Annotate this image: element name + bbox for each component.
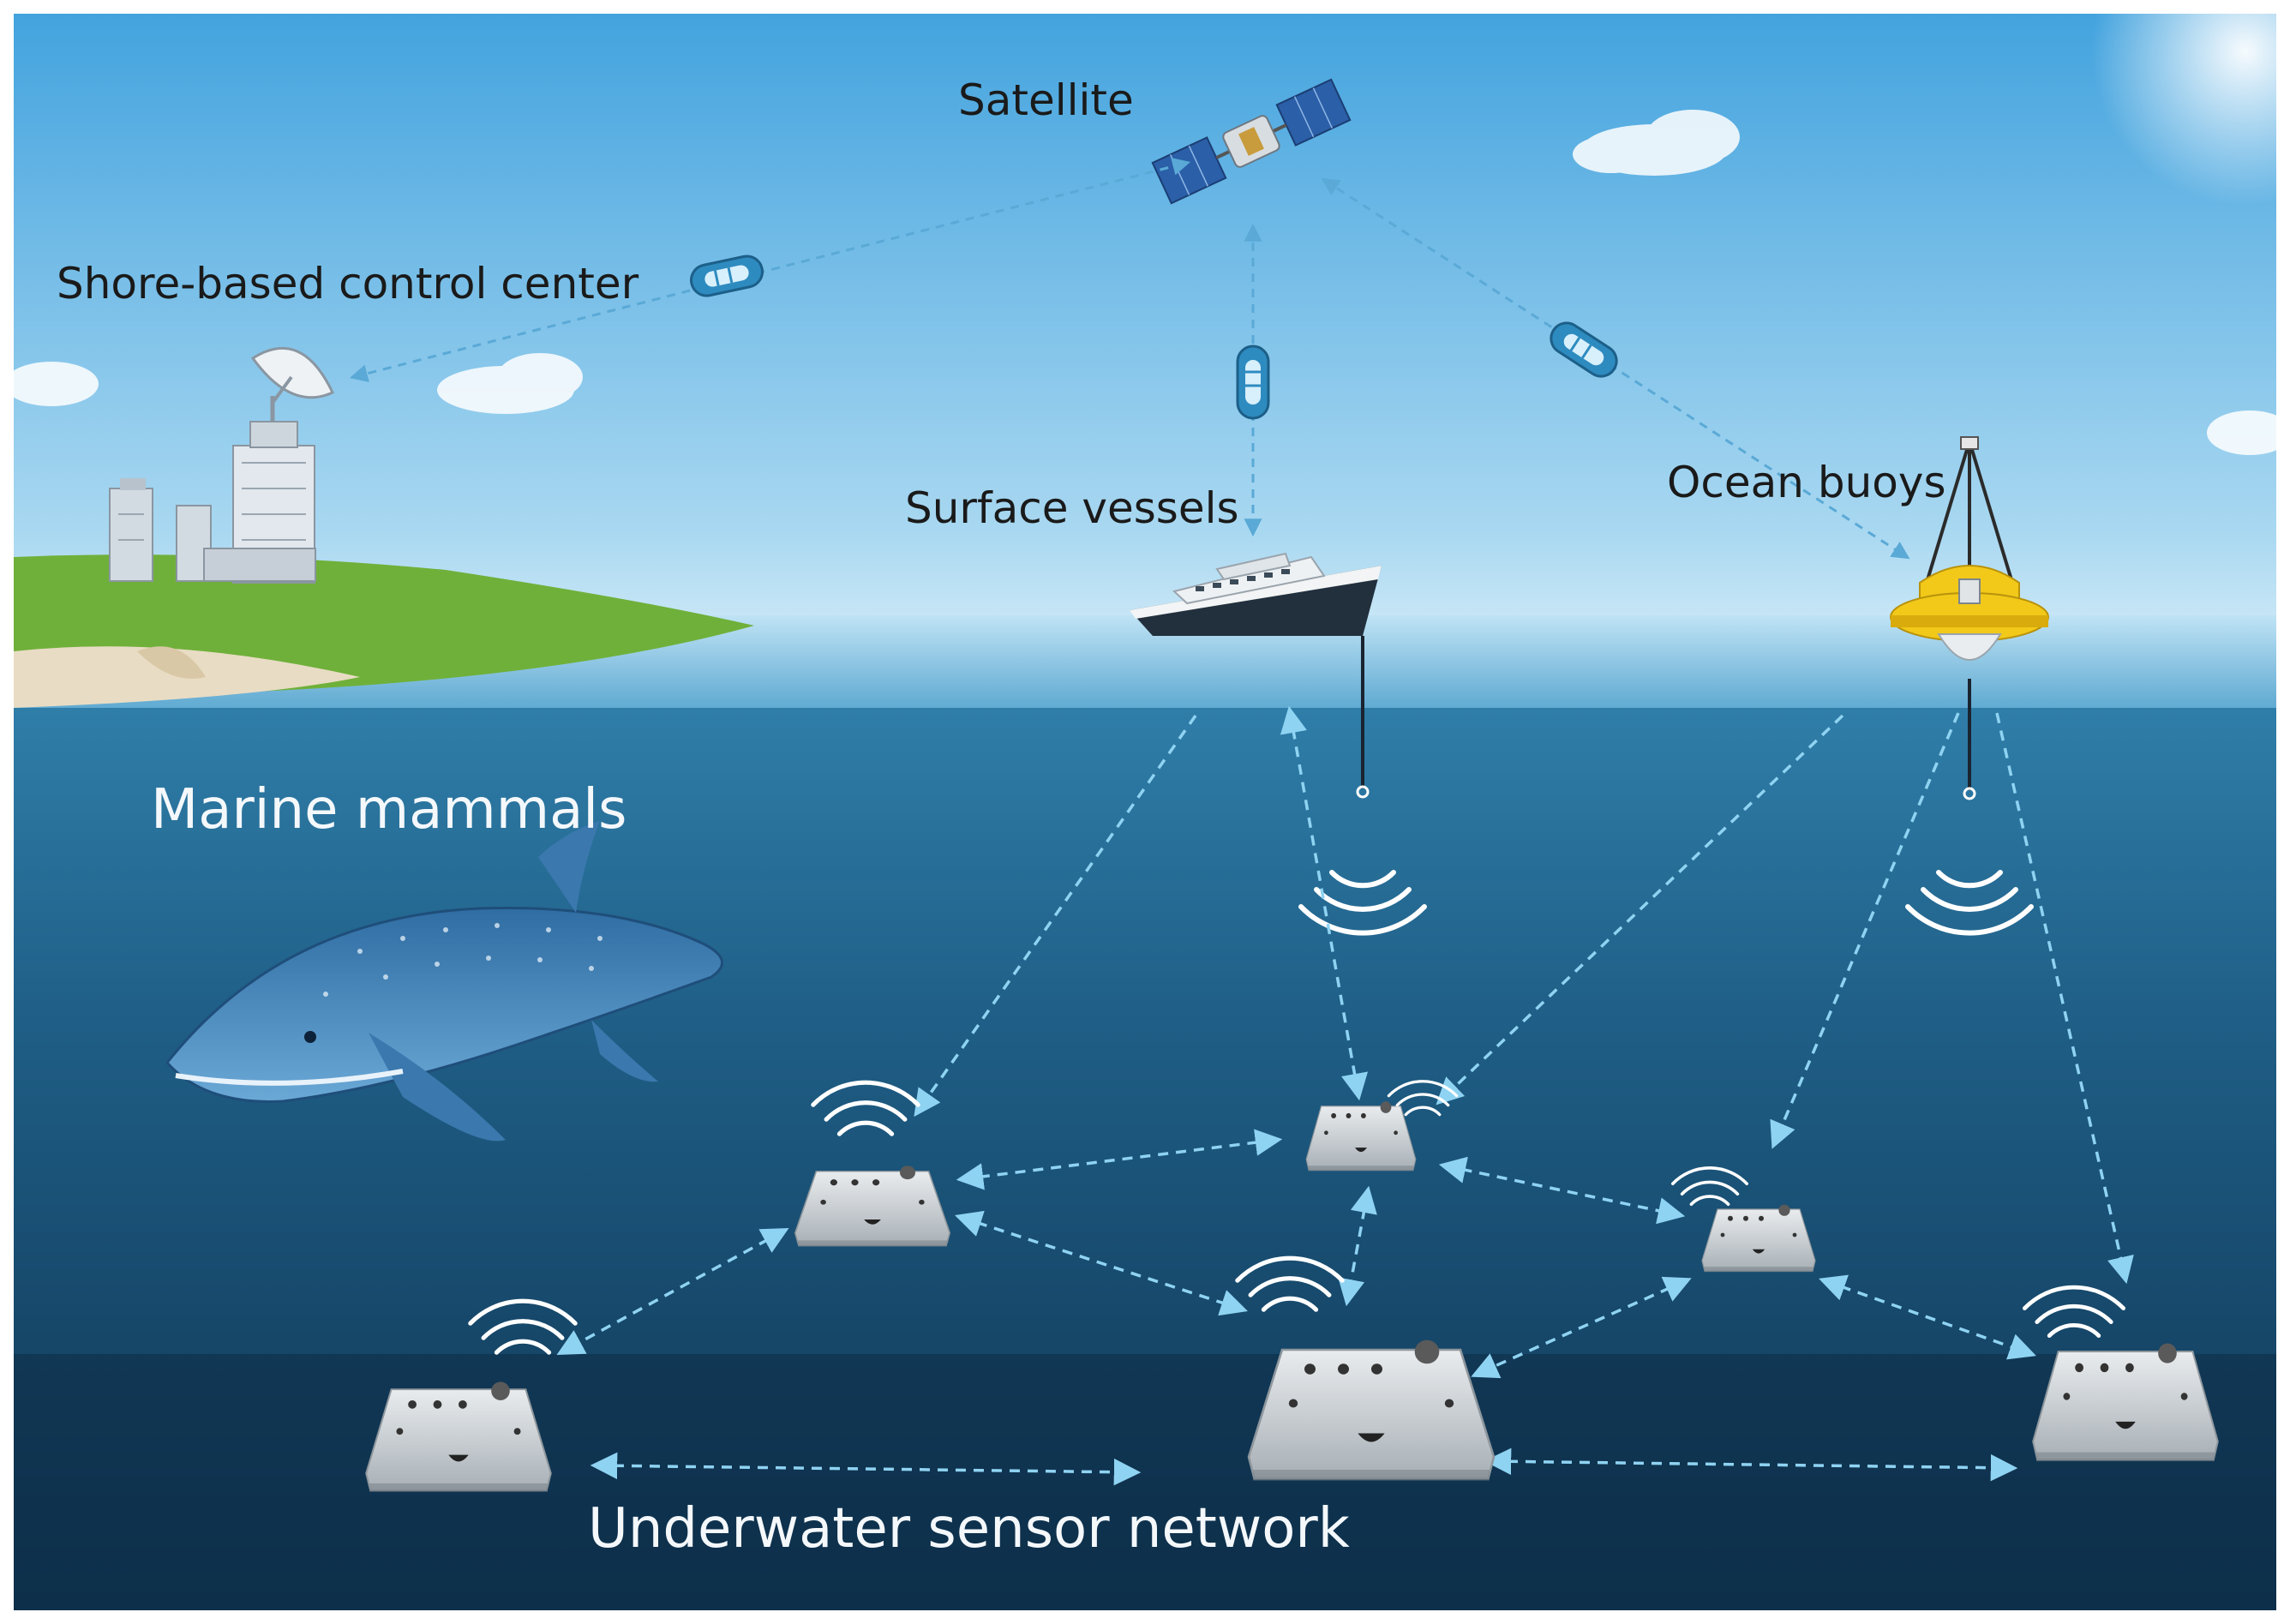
link-buoy-node4 xyxy=(1436,714,1844,1106)
link-node3-node6 xyxy=(1484,1447,2018,1482)
buoy-icon xyxy=(1890,436,2049,800)
sensor-node-icon xyxy=(1701,1203,1816,1273)
link-node2-node3 xyxy=(955,1210,1248,1316)
link-node4-node5 xyxy=(1438,1156,1686,1225)
underwater-links xyxy=(556,705,2134,1486)
link-node1-node3 xyxy=(590,1452,1142,1486)
sensor-node-icon xyxy=(1247,1339,1496,1482)
satellite-icon xyxy=(1151,78,1352,205)
link-center-satellite xyxy=(349,158,1191,382)
link-vessel-node4 xyxy=(1280,705,1369,1101)
sea-floor xyxy=(14,1354,2276,1610)
whale-icon xyxy=(165,821,723,1142)
sensor-node-icon xyxy=(365,1381,552,1493)
label-satellite: Satellite xyxy=(958,75,1134,125)
link-buoy-node6 xyxy=(1995,712,2134,1285)
sensor-node-icon xyxy=(794,1165,951,1248)
link-node5-node6 xyxy=(1819,1274,2036,1360)
label-surface-vessels: Surface vessels xyxy=(905,483,1239,533)
label-underwater-sensor-network: Underwater sensor network xyxy=(588,1497,1350,1561)
link-node2-node1 xyxy=(556,1227,789,1356)
label-marine-mammals: Marine mammals xyxy=(151,778,627,842)
link-node5-node3 xyxy=(1471,1276,1692,1379)
sensor-node-icon xyxy=(2032,1342,2219,1463)
label-shore-control-center: Shore-based control center xyxy=(57,259,639,309)
link-node4-node3 xyxy=(1338,1185,1377,1307)
sensor-node-icon xyxy=(1305,1100,1417,1172)
coastline xyxy=(14,554,754,708)
link-vessel-node2 xyxy=(914,714,1197,1118)
data-packet-icon xyxy=(1236,345,1270,420)
sun-glow xyxy=(2091,0,2290,206)
label-ocean-buoys: Ocean buoys xyxy=(1667,458,1946,507)
building-antenna-icon xyxy=(109,346,335,584)
link-buoy-node5 xyxy=(1770,712,1960,1149)
